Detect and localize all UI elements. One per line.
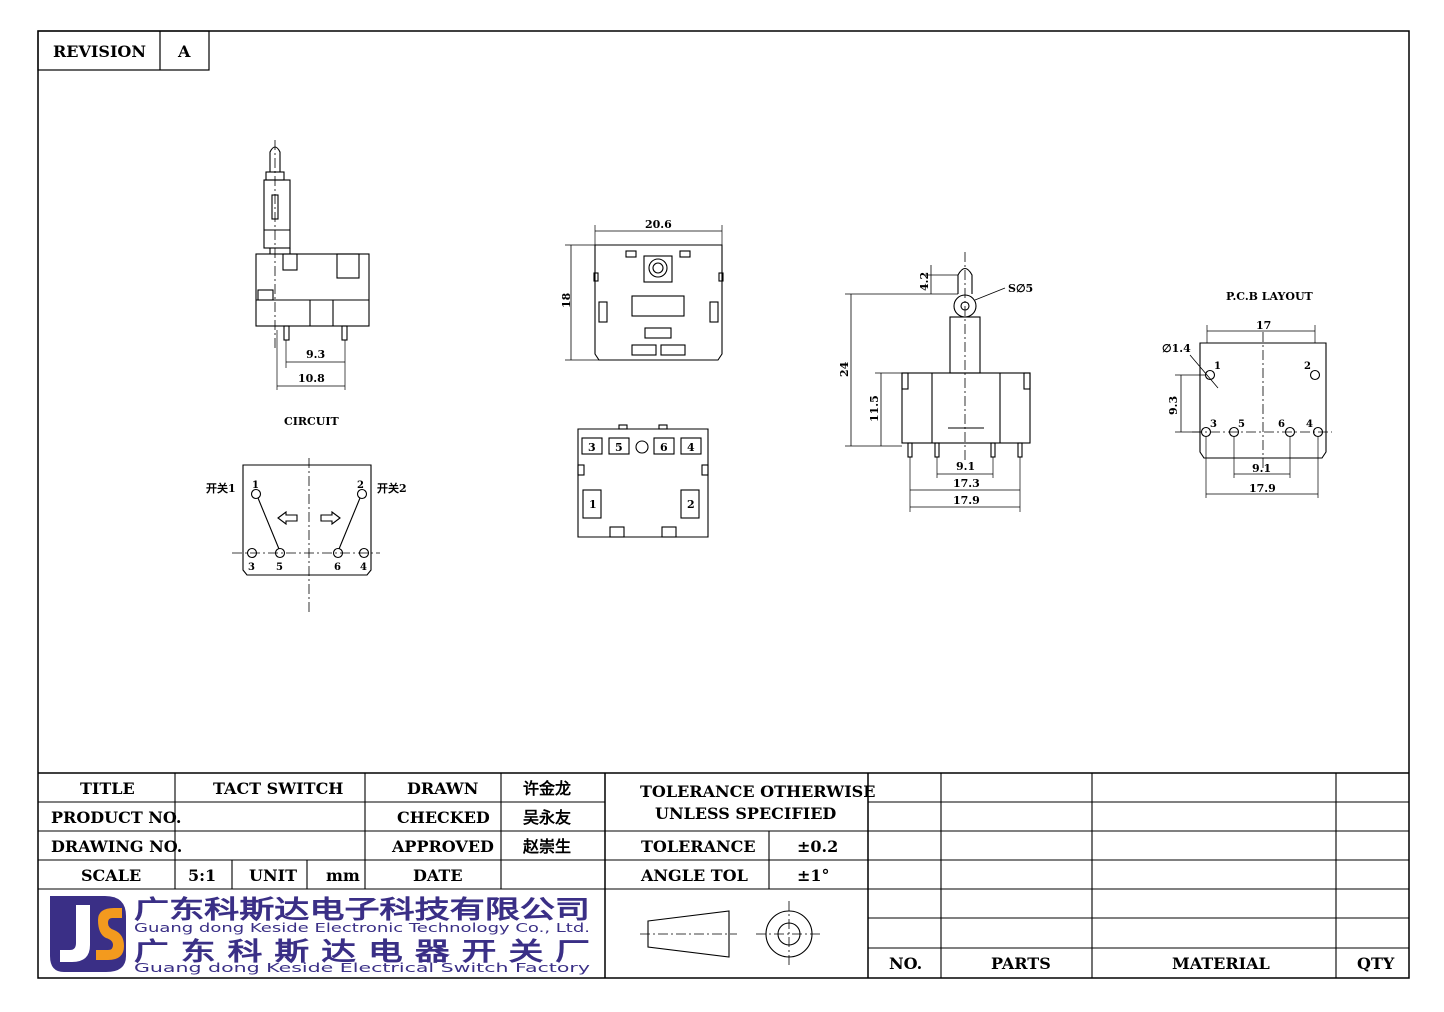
pcb-pin-2: 2 (1304, 361, 1311, 372)
sheet-border (37, 30, 1410, 979)
circuit-pin-6: 6 (334, 562, 341, 573)
front-dim-a: 9.1 (956, 460, 975, 473)
front-dim-b: 17.3 (953, 477, 980, 490)
bottom-mark-3: 3 (588, 441, 596, 454)
circuit-diagram (232, 458, 380, 614)
bottom-mark-1: 1 (589, 498, 597, 511)
drawn-label: DRAWN (407, 779, 478, 798)
parts-header-no: NO. (889, 954, 922, 973)
front-dim-body: 11.5 (868, 395, 881, 422)
company-name-cn-1: 广东科斯达电子科技有限公司 (134, 895, 590, 924)
checked-value: 吴永友 (523, 808, 572, 827)
title-value: TACT SWITCH (213, 779, 343, 798)
unit-label: UNIT (249, 866, 297, 885)
scale-value: 5:1 (188, 866, 216, 885)
front-dim-c: 17.9 (953, 494, 980, 507)
angle-tol-label: ANGLE TOL (640, 866, 748, 885)
pcb-layout (1175, 325, 1332, 498)
pcb-dim-inner: 9.1 (1252, 462, 1271, 475)
circuit-pin-3: 3 (248, 562, 255, 573)
pcb-pin-3: 3 (1210, 419, 1217, 430)
circuit-pin-5: 5 (276, 562, 283, 573)
circuit-pin-4: 4 (360, 562, 367, 573)
company-name-cn-2: 广 东 科 斯 达 电 器 开 关 厂 (134, 937, 590, 966)
approved-label: APPROVED (391, 837, 494, 856)
parts-header-parts: PARTS (991, 954, 1051, 973)
pcb-dim-top: 17 (1256, 319, 1271, 332)
title-label: TITLE (80, 779, 135, 798)
pcb-dim-hole: ∅1.4 (1162, 342, 1191, 355)
pcb-dim-outer: 17.9 (1249, 482, 1276, 495)
circuit-switch1: 开关1 (206, 481, 236, 495)
circuit-switch2: 开关2 (377, 481, 407, 495)
parts-header-material: MATERIAL (1172, 954, 1270, 973)
angle-tol-value: ±1° (797, 866, 830, 885)
company-name-en-2: Guang dong Keside Electrical Switch Fact… (134, 960, 591, 975)
tolerance-note-1: TOLERANCE OTHERWISE (640, 782, 875, 801)
drawn-value: 许金龙 (523, 779, 571, 798)
bottom-view (577, 424, 709, 538)
top-dim-height: 18 (560, 292, 573, 308)
circuit-label: CIRCUIT (284, 415, 340, 428)
bottom-mark-4: 4 (687, 441, 695, 454)
tolerance-label: TOLERANCE (641, 837, 756, 856)
top-dim-width: 20.6 (645, 218, 672, 231)
side-dim-outer: 10.8 (298, 372, 325, 385)
projection-symbol-icon (640, 901, 822, 967)
side-view (255, 140, 370, 390)
checked-label: CHECKED (397, 808, 490, 827)
unit-value: mm (326, 866, 360, 885)
bottom-mark-5: 5 (615, 441, 623, 454)
pcb-label: P.C.B LAYOUT (1226, 290, 1314, 303)
pcb-pin-4: 4 (1306, 419, 1313, 430)
bottom-mark-2: 2 (687, 498, 695, 511)
revision-label: REVISION (53, 42, 146, 61)
pcb-dim-height: 9.3 (1167, 396, 1180, 415)
company-logo-icon (50, 896, 126, 972)
title-block-grid (38, 772, 1409, 978)
pcb-pin-6: 6 (1278, 419, 1285, 430)
pcb-pin-1: 1 (1214, 361, 1221, 372)
circuit-pin-1: 1 (252, 480, 259, 491)
revision-value: A (177, 42, 191, 61)
front-dim-height: 24 (838, 361, 851, 377)
circuit-pin-2: 2 (357, 480, 364, 491)
front-dim-knob: 4.2 (918, 272, 931, 291)
company-name-en-1: Guang dong Keside Electronic Technology … (134, 920, 590, 935)
front-view (845, 252, 1031, 512)
top-view (565, 225, 724, 361)
side-dim-inner: 9.3 (306, 348, 325, 361)
product-no-label: PRODUCT NO. (51, 808, 182, 827)
scale-label: SCALE (81, 866, 141, 885)
approved-value: 赵崇生 (522, 837, 571, 856)
drawing-no-label: DRAWING NO. (51, 837, 182, 856)
tolerance-note-2: UNLESS SPECIFIED (655, 804, 836, 823)
tolerance-value: ±0.2 (797, 837, 838, 856)
bottom-mark-6: 6 (660, 441, 668, 454)
parts-header-qty: QTY (1357, 954, 1395, 973)
revision-box: REVISION A (37, 30, 210, 71)
front-dim-ball: S∅5 (1008, 282, 1033, 295)
date-label: DATE (413, 866, 463, 885)
pcb-pin-5: 5 (1238, 419, 1245, 430)
